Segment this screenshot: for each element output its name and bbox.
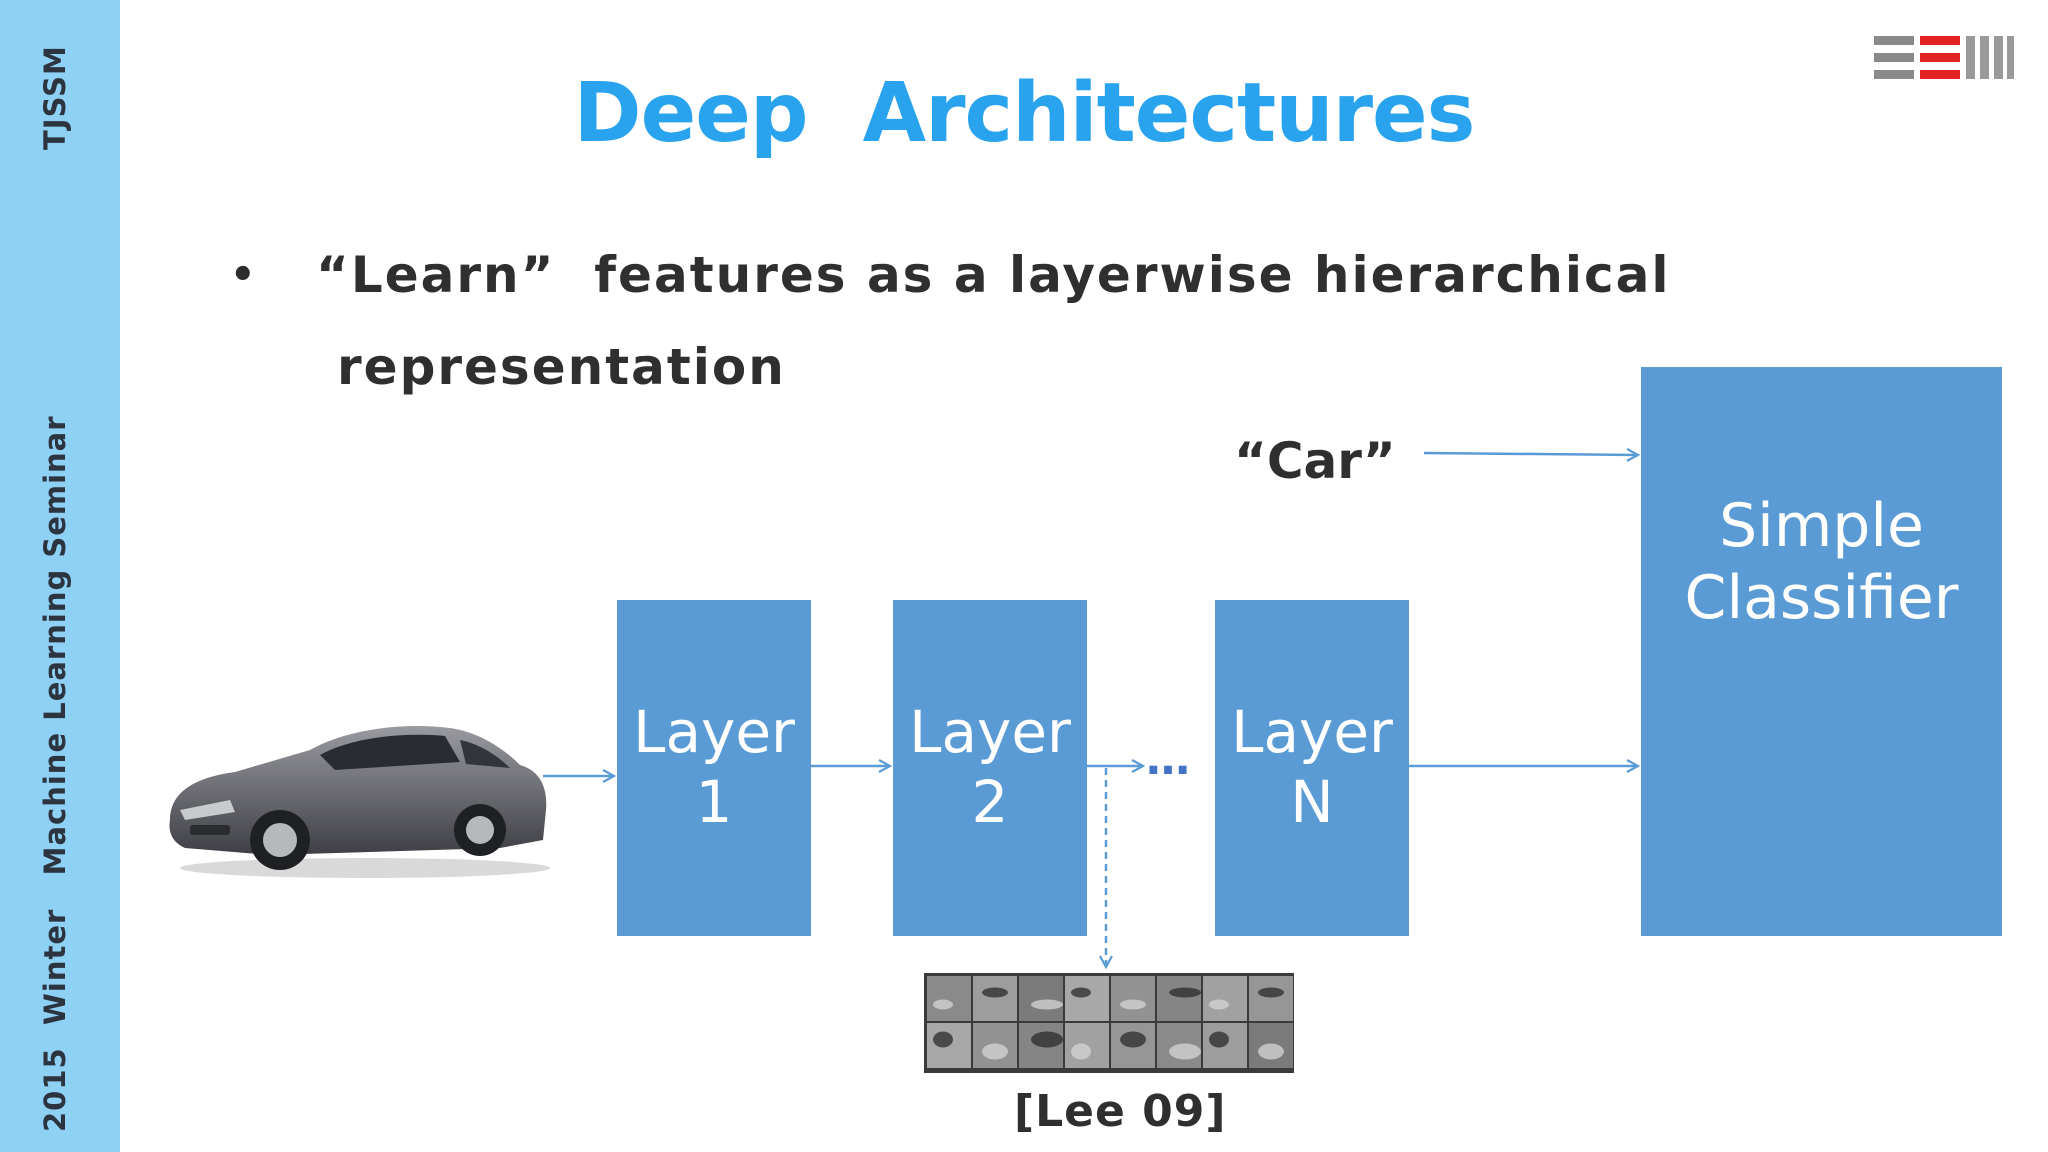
- layer-1-title: Layer: [633, 698, 795, 767]
- bullet-text-line2: representation: [337, 338, 786, 396]
- slide-title: Deep Architectures: [573, 66, 1476, 161]
- simple-classifier-box: Simple Classifier: [1641, 367, 2002, 936]
- filter-patch: [1203, 976, 1247, 1021]
- filter-patch: [1249, 976, 1293, 1021]
- layer-1-box: Layer 1: [617, 600, 811, 936]
- filter-patch-stroke: [1258, 1043, 1284, 1060]
- bullet-marker: •: [230, 252, 256, 298]
- filter-patch: [927, 976, 971, 1021]
- layer-2-box: Layer 2: [893, 600, 1087, 936]
- filter-patch: [1111, 976, 1155, 1021]
- filter-patch-stroke: [1071, 1043, 1091, 1060]
- arrow-label-to-classifier: [1423, 453, 1638, 455]
- filter-patch-stroke: [1071, 987, 1091, 998]
- sidebar-bottom-text: 2015 Winter Machine Learning Seminar: [38, 415, 72, 1132]
- filter-patch-stroke: [1169, 987, 1201, 998]
- ellipsis: …: [1146, 734, 1190, 785]
- filter-patch-stroke: [1209, 1031, 1229, 1048]
- university-logo-icon: [1874, 36, 2014, 79]
- car-photo: [169, 726, 550, 878]
- filter-patch-stroke: [1258, 987, 1284, 998]
- learned-filters-image: [924, 973, 1294, 1073]
- filter-patch: [1019, 976, 1063, 1021]
- filter-patch-stroke: [933, 1031, 953, 1048]
- layer-n-number: N: [1290, 768, 1334, 836]
- layer-n-title: Layer: [1231, 698, 1393, 767]
- layer-2-title: Layer: [909, 698, 1071, 767]
- classifier-title-line1: Simple: [1719, 490, 1924, 561]
- sidebar: [0, 0, 120, 1152]
- classifier-title-line2: Classifier: [1684, 562, 1959, 633]
- filter-patch-stroke: [1169, 1043, 1201, 1060]
- citation: [Lee 09]: [1014, 1086, 1227, 1137]
- filter-patch-stroke: [982, 1043, 1008, 1060]
- bullet-text-line1: “Learn” features as a layerwise hierarch…: [316, 246, 1671, 304]
- filter-patch-stroke: [1120, 1031, 1146, 1048]
- filter-patch: [973, 976, 1017, 1021]
- output-label: “Car”: [1234, 432, 1396, 490]
- filter-patch-stroke: [1209, 999, 1229, 1010]
- filter-patch: [1157, 976, 1201, 1021]
- filter-patch-stroke: [1031, 1031, 1063, 1048]
- layer-n-box: Layer N: [1215, 600, 1409, 936]
- filter-patch-stroke: [982, 987, 1008, 998]
- layer-2-number: 2: [971, 768, 1009, 836]
- layer-1-number: 1: [695, 768, 733, 836]
- filter-patch-stroke: [933, 999, 953, 1010]
- filter-patch-stroke: [1031, 999, 1063, 1010]
- filter-patch: [1065, 976, 1109, 1021]
- filter-patch-stroke: [1120, 999, 1146, 1010]
